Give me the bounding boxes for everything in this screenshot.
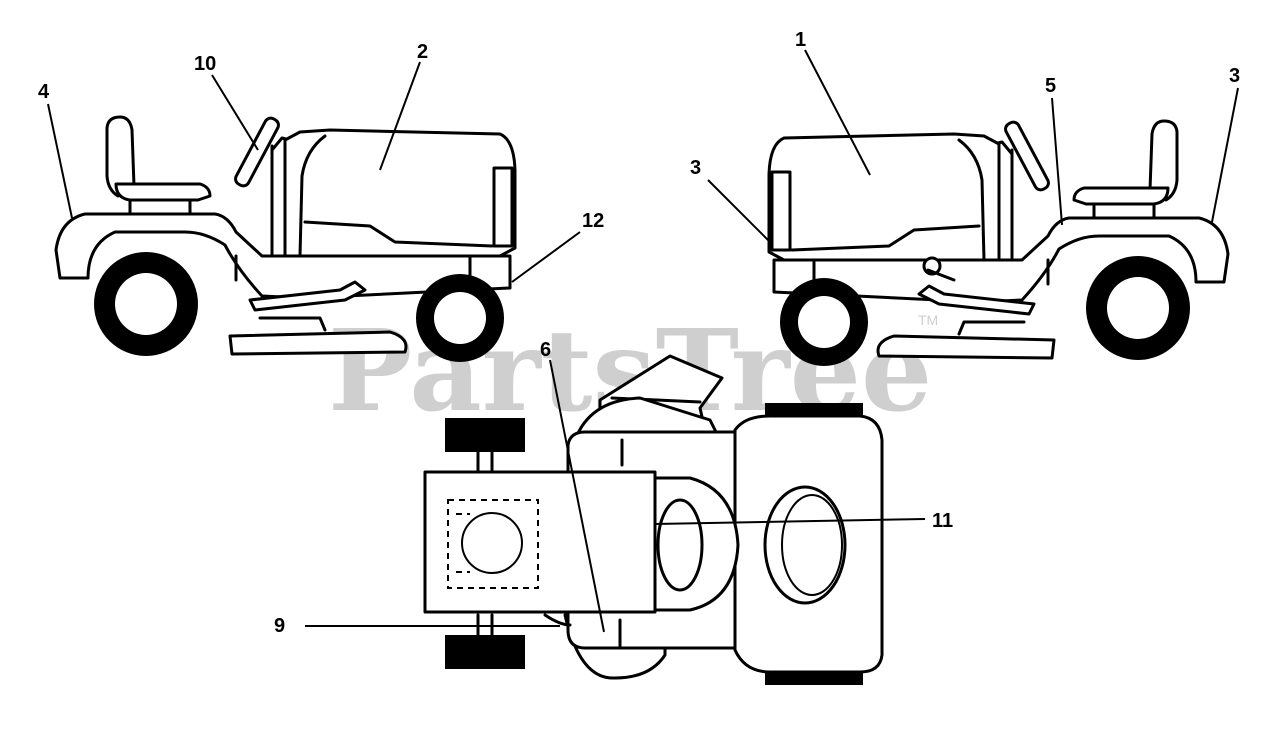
leader-5 [1051,97,1063,226]
callout-4: 4 [38,81,50,103]
callout-labels: 1 2 3 3 4 5 6 9 10 11 12 [38,29,1240,637]
rear-fender [54,212,512,300]
callout-3a: 3 [690,157,701,179]
callout-10: 10 [194,53,216,75]
tractor-right-side-view [767,119,1230,366]
leader-10 [211,74,259,151]
seat-cushion [114,182,212,202]
callout-6: 6 [540,339,551,361]
seat-back [105,115,136,198]
steering-wheel [234,116,280,188]
rear-tire-top [445,418,525,452]
seat-top [423,470,657,614]
steering-wheel-top [656,498,704,592]
leader-12 [511,231,581,283]
callout-5: 5 [1045,75,1056,97]
hood [283,128,517,258]
callout-9: 9 [274,615,285,637]
callout-2: 2 [417,41,428,63]
leader-1 [804,49,871,176]
leader-2 [379,61,421,171]
mower-deck [228,330,408,356]
callout-3b: 3 [1229,65,1240,87]
foot-pedal [248,280,367,312]
callout-1: 1 [795,29,806,51]
leader-lines [47,49,1239,633]
callout-12: 12 [582,210,604,232]
rear-tire-bottom [445,635,525,669]
leader-6 [549,359,605,633]
tractor-top-view [423,354,884,685]
watermark-trademark: TM [918,312,938,328]
tractor-left-side-view [54,115,517,362]
hood-oval [763,485,847,605]
callout-11: 11 [932,510,953,532]
leader-3b [1211,87,1239,223]
leader-11 [654,518,926,525]
leader-4 [47,103,73,219]
leader-3a [707,179,771,243]
